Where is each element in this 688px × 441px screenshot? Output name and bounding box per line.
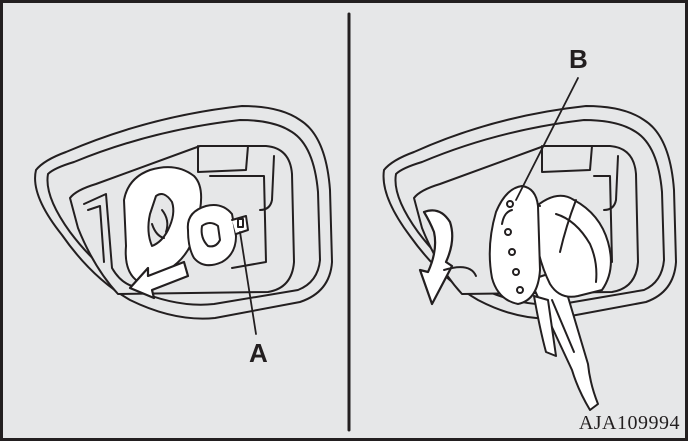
callout-a: A <box>249 340 268 366</box>
right-panel <box>384 78 676 410</box>
callout-b: B <box>569 46 588 72</box>
left-panel <box>35 106 332 334</box>
figure-code: AJA109994 <box>579 412 680 435</box>
cover-cap <box>188 205 236 265</box>
